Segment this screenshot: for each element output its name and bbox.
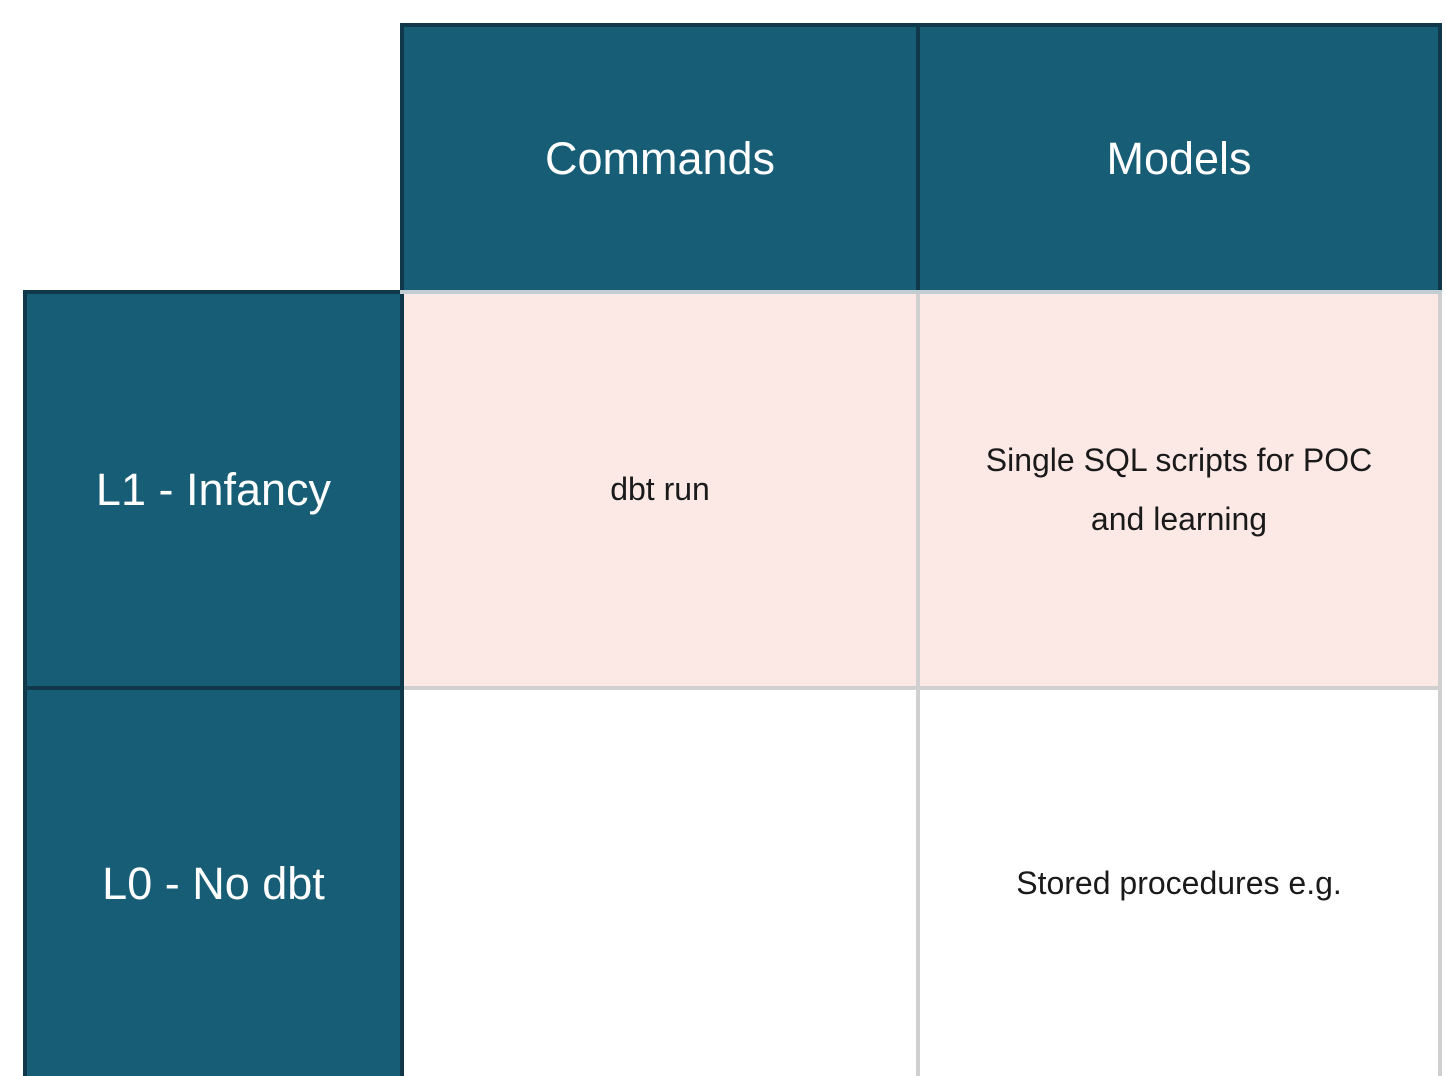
cell-l1-commands: dbt run bbox=[400, 290, 920, 690]
row-header-l0-no-dbt: L0 - No dbt bbox=[23, 686, 404, 1076]
header-row: Commands Models bbox=[25, 23, 1442, 294]
column-header-commands: Commands bbox=[400, 23, 920, 294]
maturity-matrix-table: Commands Models L1 - Infancy dbt run Sin… bbox=[23, 23, 1442, 1076]
row-header-l1-infancy: L1 - Infancy bbox=[23, 290, 404, 690]
column-header-models: Models bbox=[916, 23, 1442, 294]
table-row-l0: L0 - No dbt Stored procedures e.g. bbox=[23, 686, 1442, 1076]
cell-l0-models: Stored procedures e.g. bbox=[916, 686, 1442, 1076]
corner-cell bbox=[25, 25, 402, 292]
cell-l1-models: Single SQL scripts for POC and learning bbox=[916, 290, 1442, 690]
table-row-l1: L1 - Infancy dbt run Single SQL scripts … bbox=[23, 290, 1442, 690]
cell-l0-commands bbox=[400, 686, 920, 1076]
